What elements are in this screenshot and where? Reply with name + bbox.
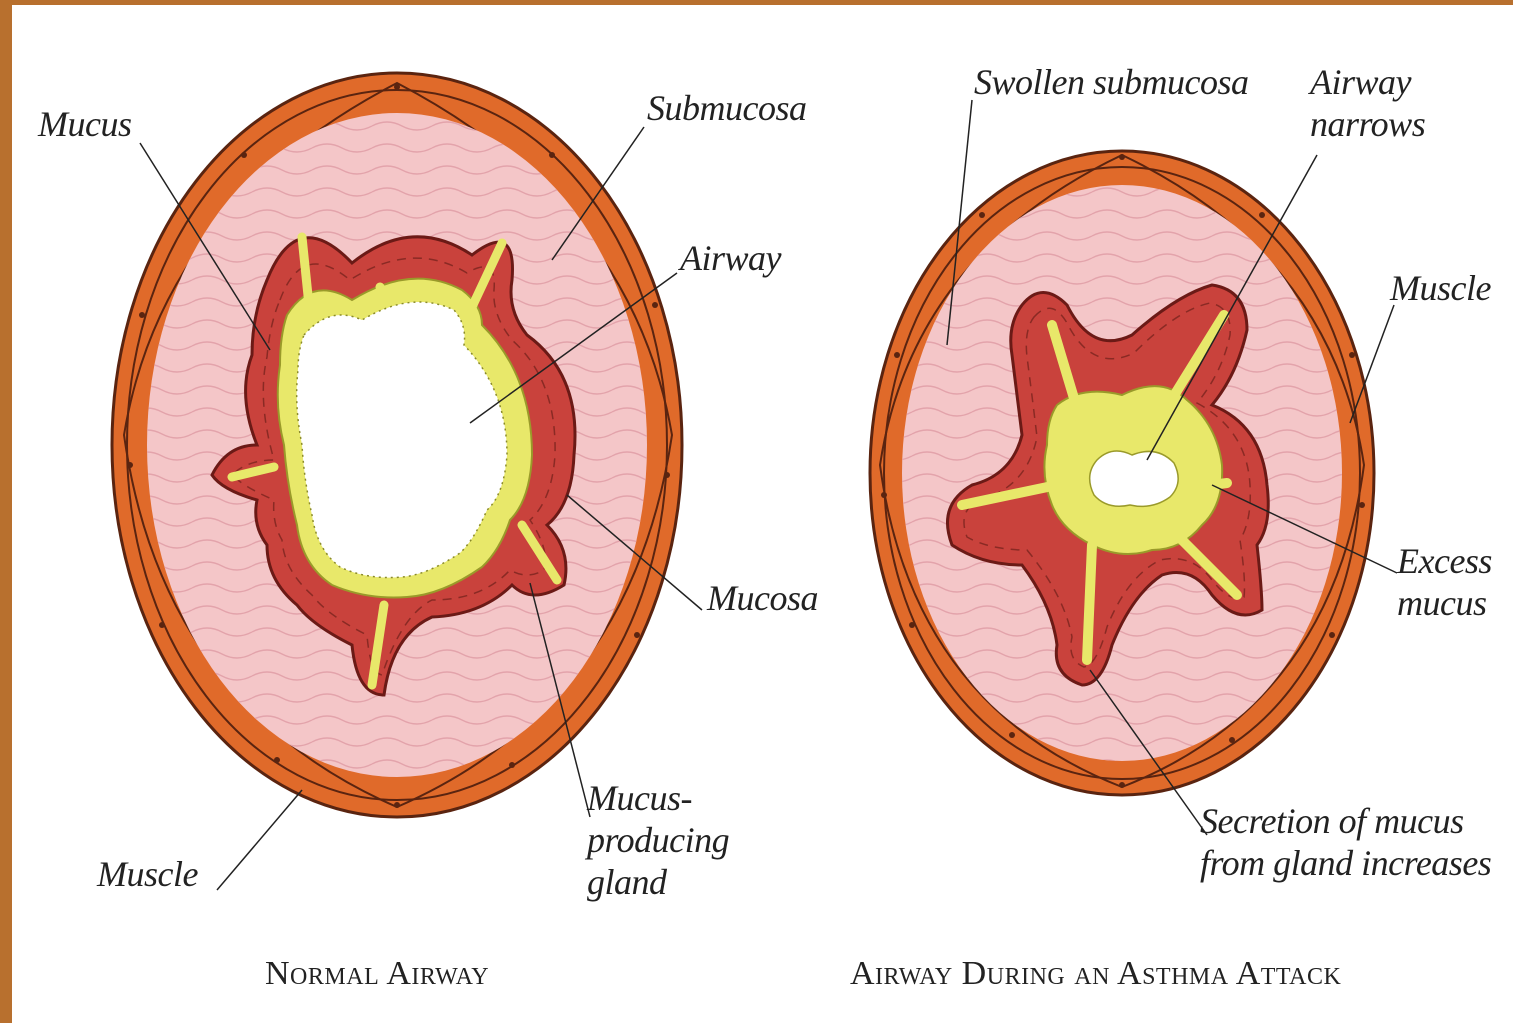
- label-muscle-asthma: Muscle: [1390, 267, 1491, 309]
- label-secretion-of-mucus: Secretion of mucus from gland increases: [1200, 800, 1510, 884]
- label-airway: Airway: [680, 237, 781, 279]
- label-airway-narrows: Airway narrows: [1310, 61, 1450, 145]
- label-mucus: Mucus: [38, 103, 131, 145]
- caption-normal-airway: Normal Airway: [265, 955, 489, 993]
- label-muscle-normal: Muscle: [97, 853, 198, 895]
- label-mucosa: Mucosa: [707, 577, 818, 619]
- asthma-narrowed-lumen: [1090, 451, 1179, 506]
- label-excess-mucus: Excess mucus: [1397, 540, 1512, 624]
- label-submucosa: Submucosa: [647, 87, 807, 129]
- label-swollen-submucosa: Swollen submucosa: [974, 61, 1249, 103]
- asthma-airway-figure: [870, 151, 1374, 795]
- caption-asthma-airway: Airway During an Asthma Attack: [850, 955, 1341, 993]
- leader-muscle-normal: [217, 790, 302, 890]
- label-mucus-producing-gland: Mucus-producing gland: [587, 777, 737, 903]
- normal-airway-figure: [112, 73, 682, 817]
